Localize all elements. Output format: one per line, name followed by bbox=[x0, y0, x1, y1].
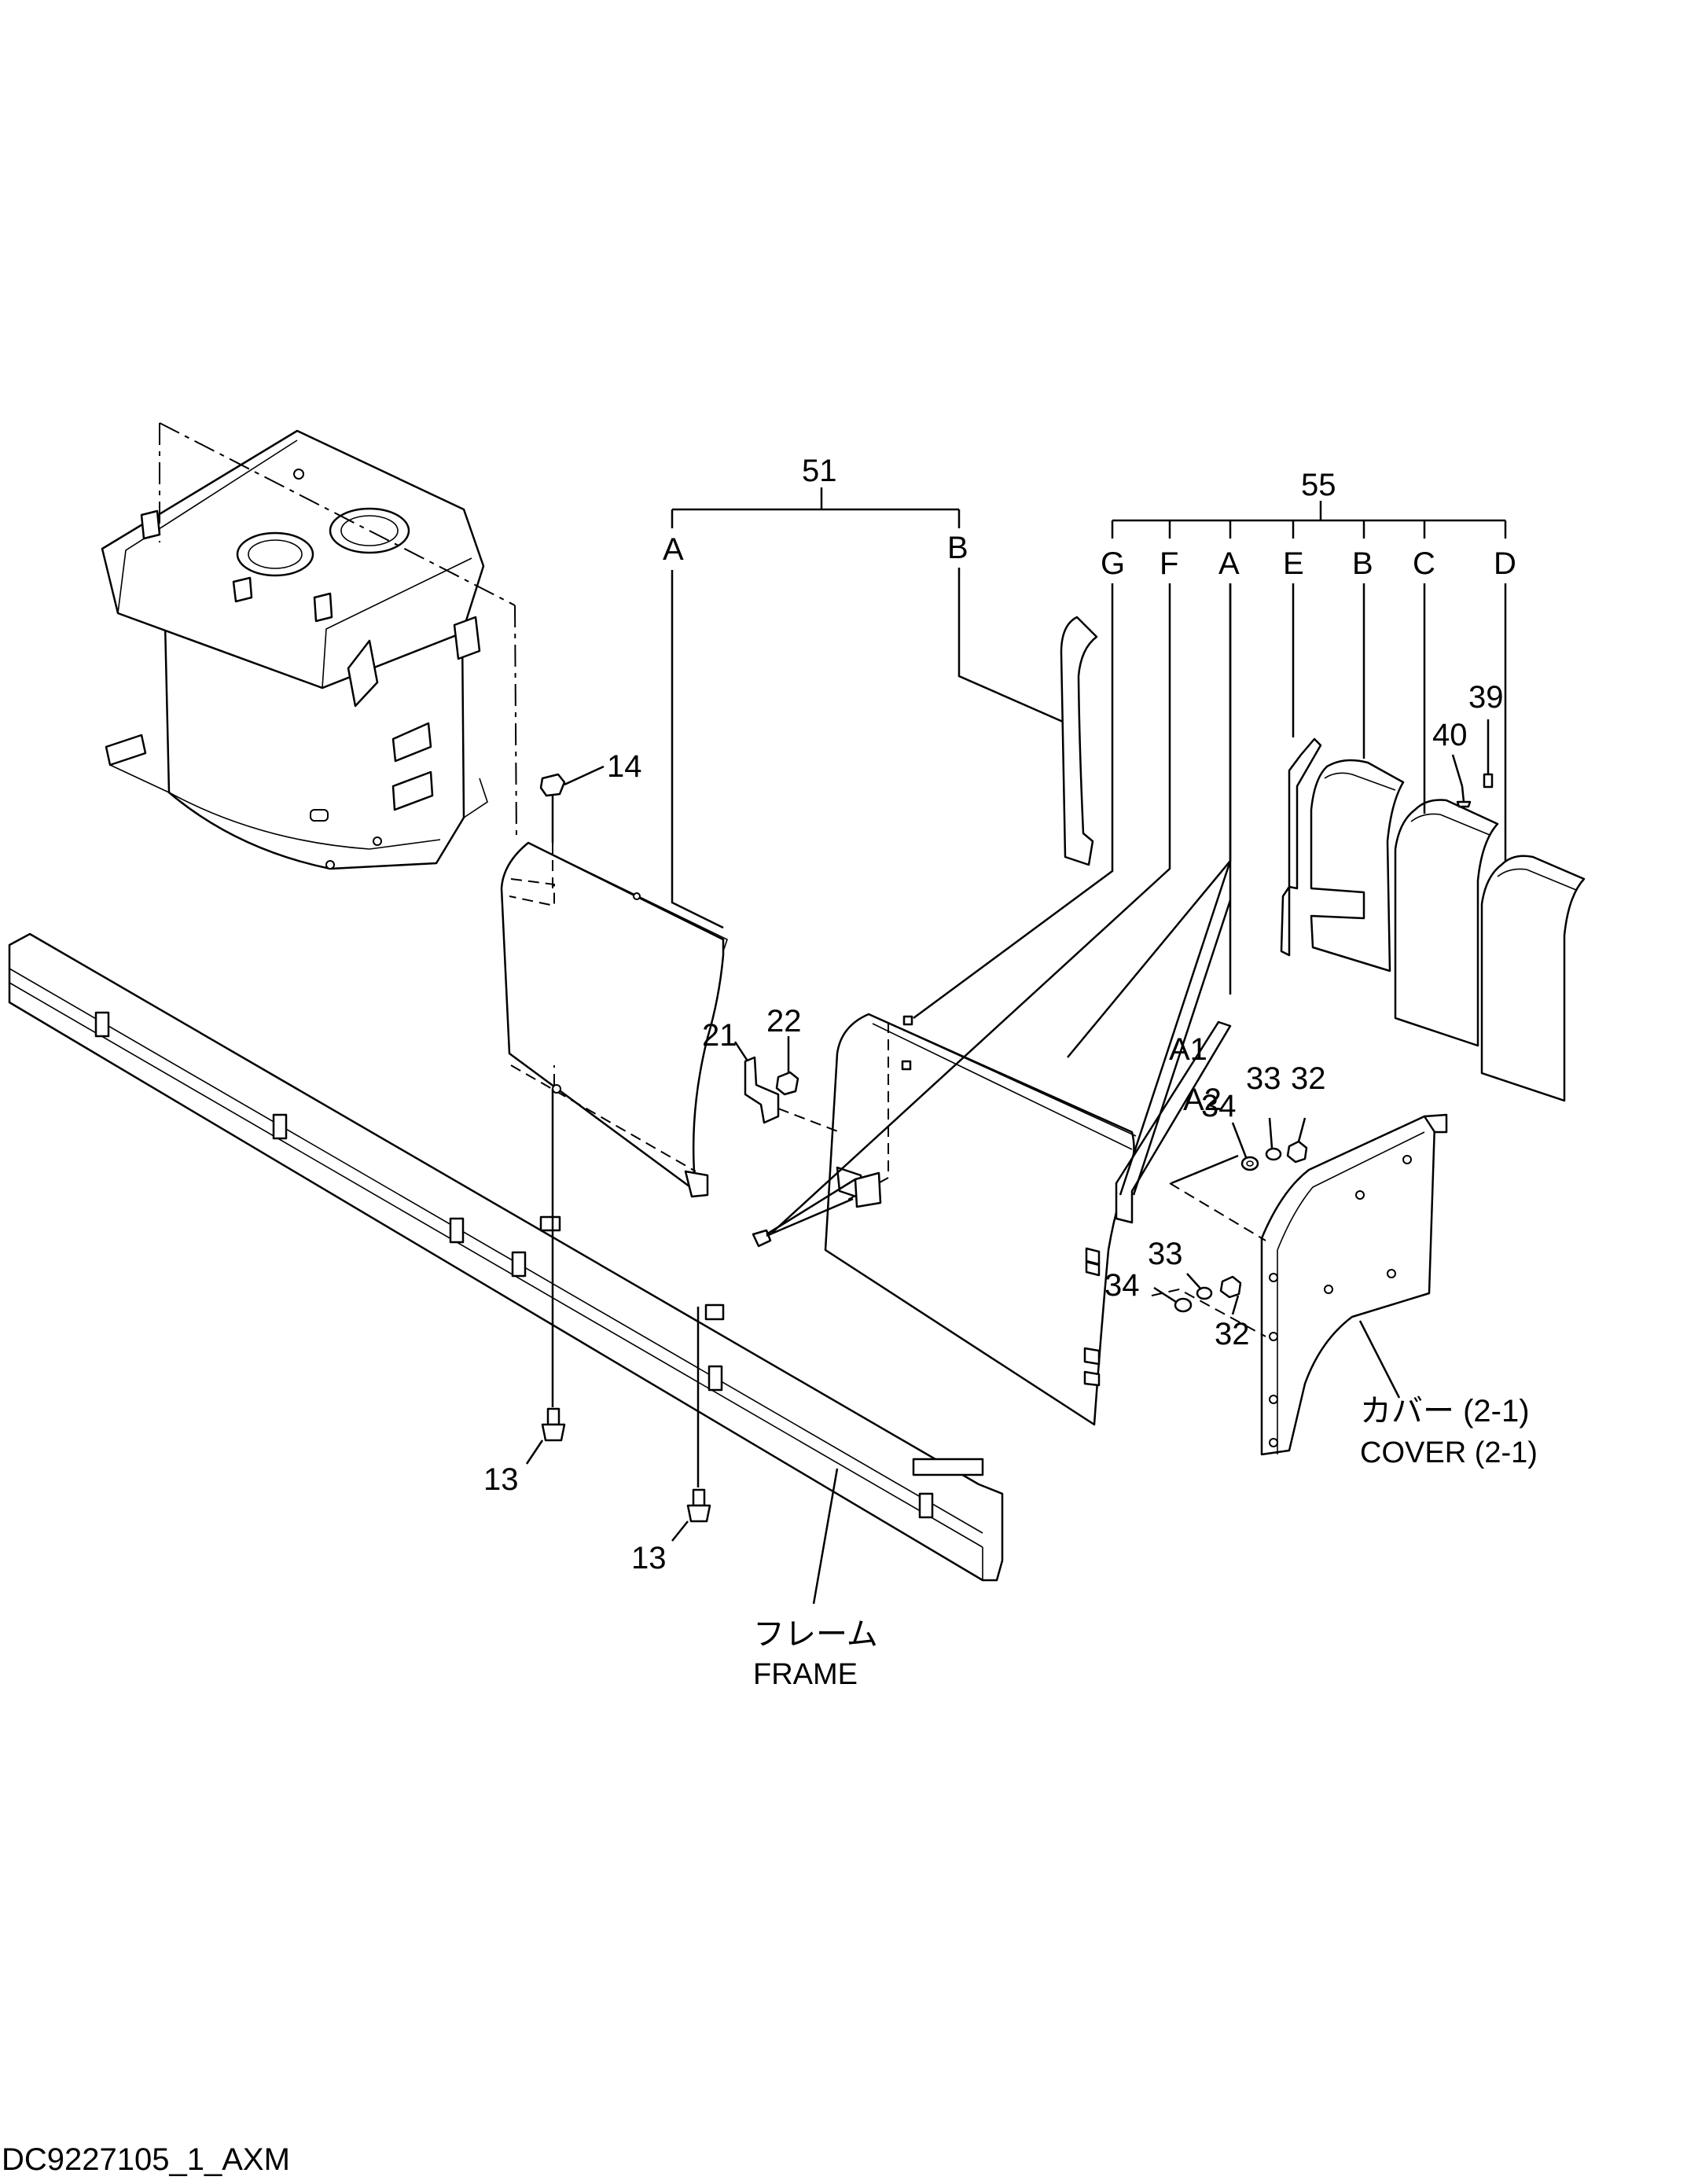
label-51-a: A bbox=[663, 532, 684, 567]
label-51: 51 bbox=[802, 454, 837, 488]
label-55-g: G bbox=[1101, 546, 1125, 581]
label-14: 14 bbox=[607, 749, 642, 784]
label-55-c: C bbox=[1413, 546, 1435, 581]
leader-33-lower bbox=[1186, 1273, 1202, 1290]
label-a2: A2 bbox=[1183, 1083, 1222, 1117]
label-55-f: F bbox=[1160, 546, 1178, 581]
frame-label-jp: フレーム bbox=[753, 1617, 878, 1652]
frame-label-en: FRAME bbox=[753, 1658, 858, 1691]
seal-55b bbox=[1310, 759, 1405, 973]
leader-51a bbox=[671, 570, 724, 929]
label-13-right: 13 bbox=[631, 1541, 667, 1575]
reference-line-tank-right bbox=[514, 605, 517, 842]
seal-55d bbox=[1480, 855, 1586, 1102]
label-39: 39 bbox=[1468, 680, 1504, 715]
washer-34-lower bbox=[1174, 1297, 1193, 1313]
bolt-13-left bbox=[525, 1089, 566, 1465]
cover-reference-dash-lower bbox=[1151, 1288, 1266, 1337]
bolt-13-right bbox=[671, 1307, 711, 1542]
strip-a1-a2 bbox=[1115, 1020, 1232, 1224]
cover-reference-line bbox=[1171, 1154, 1239, 1185]
label-21: 21 bbox=[702, 1018, 737, 1053]
label-32-upper: 32 bbox=[1291, 1061, 1326, 1096]
label-32-lower: 32 bbox=[1215, 1317, 1250, 1351]
cover-reference-dash bbox=[1169, 1182, 1266, 1241]
label-34-lower: 34 bbox=[1104, 1268, 1140, 1303]
bolt-22 bbox=[775, 1036, 799, 1096]
frame-rail bbox=[8, 932, 1004, 1582]
leader-34-upper bbox=[1231, 1122, 1248, 1158]
leader-cover bbox=[1358, 1320, 1401, 1399]
leader-55f bbox=[771, 583, 1171, 1234]
tank-housing bbox=[101, 429, 488, 870]
label-22: 22 bbox=[766, 1004, 802, 1039]
leader-33-upper bbox=[1268, 1117, 1274, 1149]
label-33-upper: 33 bbox=[1246, 1061, 1281, 1096]
label-40: 40 bbox=[1432, 718, 1468, 752]
group-bracket-55 bbox=[1111, 501, 1507, 539]
label-33-lower: 33 bbox=[1148, 1237, 1183, 1271]
leader-40 bbox=[1451, 754, 1464, 787]
seal-55e bbox=[1280, 737, 1322, 957]
leader-55a bbox=[1067, 583, 1232, 1058]
leader-55a-1 bbox=[1119, 860, 1232, 1196]
leader-55g bbox=[913, 583, 1114, 1020]
bracket-21-axis bbox=[777, 1108, 840, 1133]
leader-51b bbox=[957, 568, 1064, 723]
leader-frame bbox=[812, 1468, 839, 1605]
bolt-14 bbox=[539, 765, 605, 843]
leader-32-upper bbox=[1297, 1117, 1307, 1142]
callout-cover: カバー (2-1) COVER (2-1) bbox=[1360, 1394, 1538, 1469]
washer-33-upper bbox=[1265, 1147, 1282, 1161]
seal-55c bbox=[1394, 799, 1499, 1047]
rivet-39 bbox=[1483, 773, 1494, 789]
cover-label-jp: カバー (2-1) bbox=[1360, 1394, 1530, 1428]
label-55: 55 bbox=[1301, 468, 1336, 502]
fastener-55g bbox=[902, 1015, 913, 1026]
document-code: DC9227105_1_AXM bbox=[2, 2142, 290, 2177]
label-51-b: B bbox=[947, 531, 968, 565]
callout-frame: フレーム FRAME bbox=[753, 1617, 878, 1691]
seal-51b bbox=[1060, 616, 1098, 866]
front-panel-51a bbox=[500, 841, 728, 1198]
group-bracket-51 bbox=[671, 487, 961, 528]
leader-32-lower bbox=[1231, 1295, 1240, 1315]
label-55-a: A bbox=[1218, 546, 1240, 581]
pin-40 bbox=[1456, 785, 1472, 808]
reference-line-tank-diagonal bbox=[159, 422, 516, 606]
bracket-21 bbox=[733, 1041, 780, 1124]
leader-34-lower bbox=[1153, 1286, 1177, 1303]
label-55-e: E bbox=[1283, 546, 1304, 581]
washer-34-upper bbox=[1240, 1156, 1259, 1171]
cover-panel bbox=[1260, 1113, 1448, 1456]
door-panel bbox=[824, 1013, 1137, 1426]
label-a1: A1 bbox=[1169, 1032, 1207, 1067]
label-55-d: D bbox=[1494, 546, 1516, 581]
leader-55a1 bbox=[1132, 899, 1232, 1196]
label-55-b: B bbox=[1352, 546, 1373, 581]
label-13-left: 13 bbox=[483, 1462, 519, 1497]
washer-33-lower bbox=[1196, 1286, 1213, 1300]
label-34-upper: 34 bbox=[1201, 1089, 1237, 1123]
part-labels: 51 A B 55 G F A E B C D 14 22 21 A1 A2 3… bbox=[483, 454, 1516, 1575]
nut-32-upper bbox=[1286, 1140, 1308, 1164]
cover-label-en: COVER (2-1) bbox=[1360, 1436, 1538, 1469]
nut-32-lower bbox=[1219, 1275, 1242, 1299]
